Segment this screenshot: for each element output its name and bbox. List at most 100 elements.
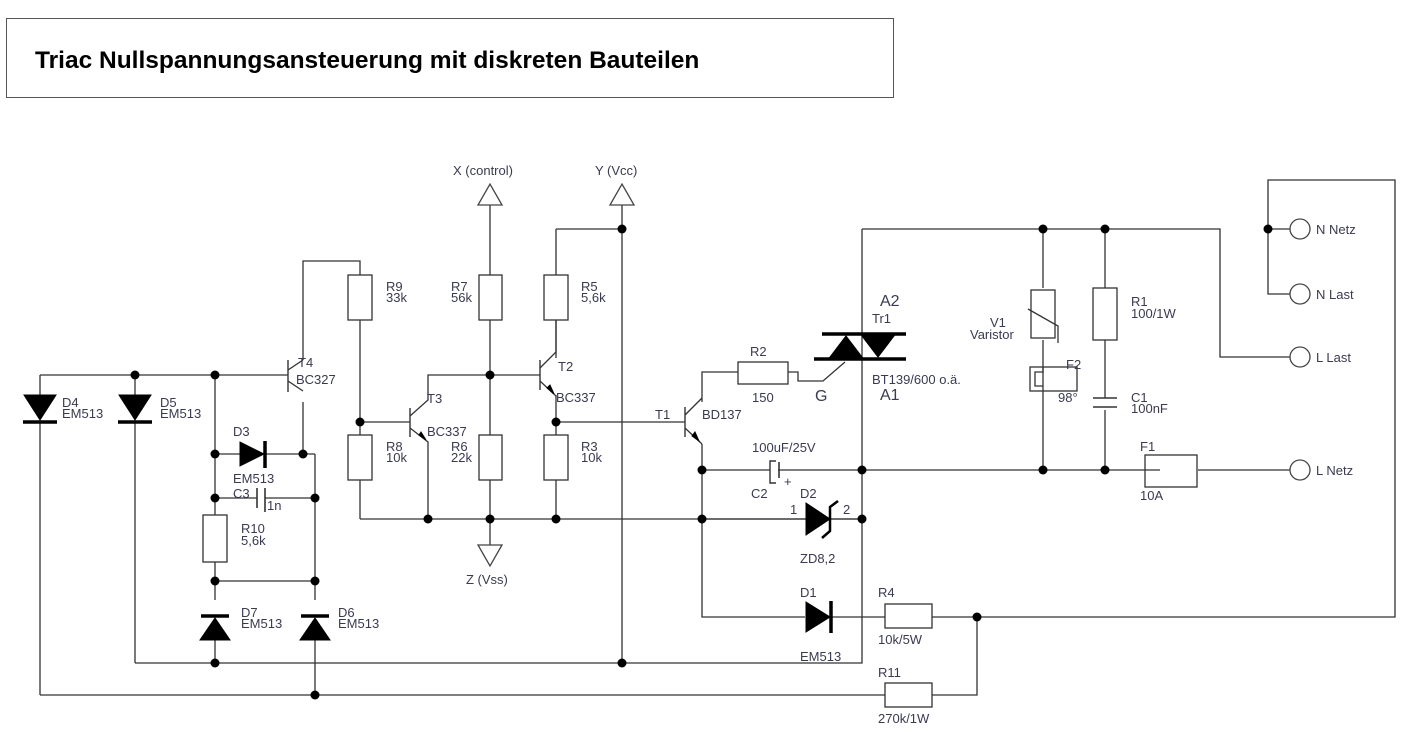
c1-value: 100nF <box>1131 401 1168 416</box>
d3-ref: D3 <box>233 424 250 439</box>
d2-ref: D2 <box>800 486 817 501</box>
fuse-f1: F1 10A <box>1140 439 1198 503</box>
r6-ref: R6 <box>451 439 468 454</box>
diode-d5: D5 EM513 <box>118 394 201 424</box>
port-y-label: Y (Vcc) <box>595 163 637 178</box>
r3-ref: R3 <box>581 439 598 454</box>
tr1-ref: Tr1 <box>872 311 891 326</box>
diode-d3: D3 EM513 <box>233 424 274 486</box>
resistor-r4: R4 10k/5W <box>878 585 933 647</box>
port-x: X (control) <box>453 163 513 206</box>
terminal-l-last-icon[interactable] <box>1289 346 1311 368</box>
transistor-t3: T3 BC337 <box>409 390 467 455</box>
terminal-n-last-icon[interactable] <box>1289 283 1311 305</box>
d7-ref: D7 <box>241 605 258 620</box>
f2-value: 98° <box>1058 390 1078 405</box>
r8-value: 10k <box>386 450 407 465</box>
port-z: Z (Vss) <box>466 544 508 587</box>
r3-value: 10k <box>581 450 602 465</box>
d6-ref: D6 <box>338 605 355 620</box>
resistor-r10: R10 5,6k <box>202 514 266 563</box>
r9-value: 33k <box>386 290 407 305</box>
page-title: Triac Nullspannungsansteuerung mit diskr… <box>35 47 700 74</box>
diode-d1: D1 EM513 <box>800 585 841 664</box>
r1-value: 100/1W <box>1131 306 1177 321</box>
d3-value: EM513 <box>233 471 274 486</box>
terminal-n-last-label: N Last <box>1316 287 1354 302</box>
diode-d6: D6 EM513 <box>299 605 379 641</box>
f1-value: 10A <box>1140 488 1163 503</box>
c3-value: 1n <box>267 498 281 513</box>
d2-pin1: 1 <box>790 502 797 517</box>
diode-d4-icon <box>23 394 57 421</box>
diode-d6-icon <box>299 617 331 641</box>
r2-value: 150 <box>752 390 774 405</box>
resistor-r9: R9 33k <box>347 274 407 321</box>
t2-ref: T2 <box>558 359 573 374</box>
transistor-t4: T4 BC327 <box>287 355 336 392</box>
terminal-l-netz-icon[interactable] <box>1289 459 1311 481</box>
terminal-n-last[interactable]: N Last <box>1289 283 1354 305</box>
terminal-l-last[interactable]: L Last <box>1289 346 1351 368</box>
diode-d3-icon <box>239 441 266 467</box>
resistor-r1: R1 100/1W <box>1092 287 1177 341</box>
t1-ref: T1 <box>655 407 670 422</box>
transistor-t1: T1 BD137 <box>655 397 742 445</box>
capacitor-c2: + 100uF/25V C2 <box>751 440 816 501</box>
port-x-label: X (control) <box>453 163 513 178</box>
capacitor-c1: C1 100nF <box>1093 390 1168 416</box>
r4-ref: R4 <box>878 585 895 600</box>
tr1-value: BT139/600 o.ä. <box>872 372 961 387</box>
r8-ref: R8 <box>386 439 403 454</box>
terminal-n-netz[interactable]: N Netz <box>1289 218 1356 240</box>
t3-value: BC337 <box>427 424 467 439</box>
zener-d2: D2 1 2 ZD8,2 <box>790 486 850 566</box>
t4-ref: T4 <box>298 355 313 370</box>
terminal-n-netz-label: N Netz <box>1316 222 1356 237</box>
resistor-r8: R8 10k <box>347 434 407 481</box>
terminal-n-netz-icon[interactable] <box>1289 218 1311 240</box>
transistor-t2: T2 BC337 <box>539 320 596 405</box>
r11-ref: R11 <box>878 665 901 680</box>
tr1-gate: G <box>815 388 827 405</box>
r5-ref: R5 <box>581 279 598 294</box>
r11-value: 270k/1W <box>878 711 930 726</box>
r10-ref: R10 <box>241 521 265 536</box>
port-x-arrow-icon <box>476 182 504 206</box>
port-z-arrow-icon <box>476 544 504 568</box>
t1-value: BD137 <box>702 407 742 422</box>
c2-ref: C2 <box>751 486 768 501</box>
port-y: Y (Vcc) <box>595 163 637 206</box>
junctions <box>130 224 1273 700</box>
d4-value: EM513 <box>62 406 103 421</box>
terminal-l-netz[interactable]: L Netz <box>1289 459 1353 481</box>
r1-ref: R1 <box>1131 294 1148 309</box>
diode-d7: D7 EM513 <box>199 605 282 641</box>
triac-tr1: A2 Tr1 BT139/600 o.ä. A1 G <box>814 293 961 405</box>
r7-ref: R7 <box>451 279 468 294</box>
title-box: Triac Nullspannungsansteuerung mit diskr… <box>6 18 894 98</box>
diode-d7-icon <box>199 617 231 641</box>
d6-value: EM513 <box>338 616 379 631</box>
t3-ref: T3 <box>427 391 442 406</box>
r4-value: 10k/5W <box>878 632 923 647</box>
c2-plus: + <box>784 474 792 489</box>
f1-ref: F1 <box>1140 439 1155 454</box>
terminal-l-netz-label: L Netz <box>1316 463 1353 478</box>
c3-ref: C3 <box>233 486 250 501</box>
d7-value: EM513 <box>241 616 282 631</box>
tr1-a2: A2 <box>880 293 900 310</box>
r6-value: 22k <box>451 450 472 465</box>
r10-value: 5,6k <box>241 533 266 548</box>
v1-value: Varistor <box>970 327 1014 342</box>
diode-d5-icon <box>118 394 152 421</box>
d5-ref: D5 <box>160 395 177 410</box>
resistor-r3: R3 10k <box>543 434 602 481</box>
terminal-l-last-label: L Last <box>1316 350 1351 365</box>
r9-ref: R9 <box>386 279 403 294</box>
port-z-label: Z (Vss) <box>466 572 508 587</box>
zener-d2-icon <box>805 502 831 536</box>
resistor-r2: R2 150 <box>737 344 789 405</box>
capacitor-c3: C3 1n <box>233 486 281 513</box>
d2-pin2: 2 <box>843 502 850 517</box>
